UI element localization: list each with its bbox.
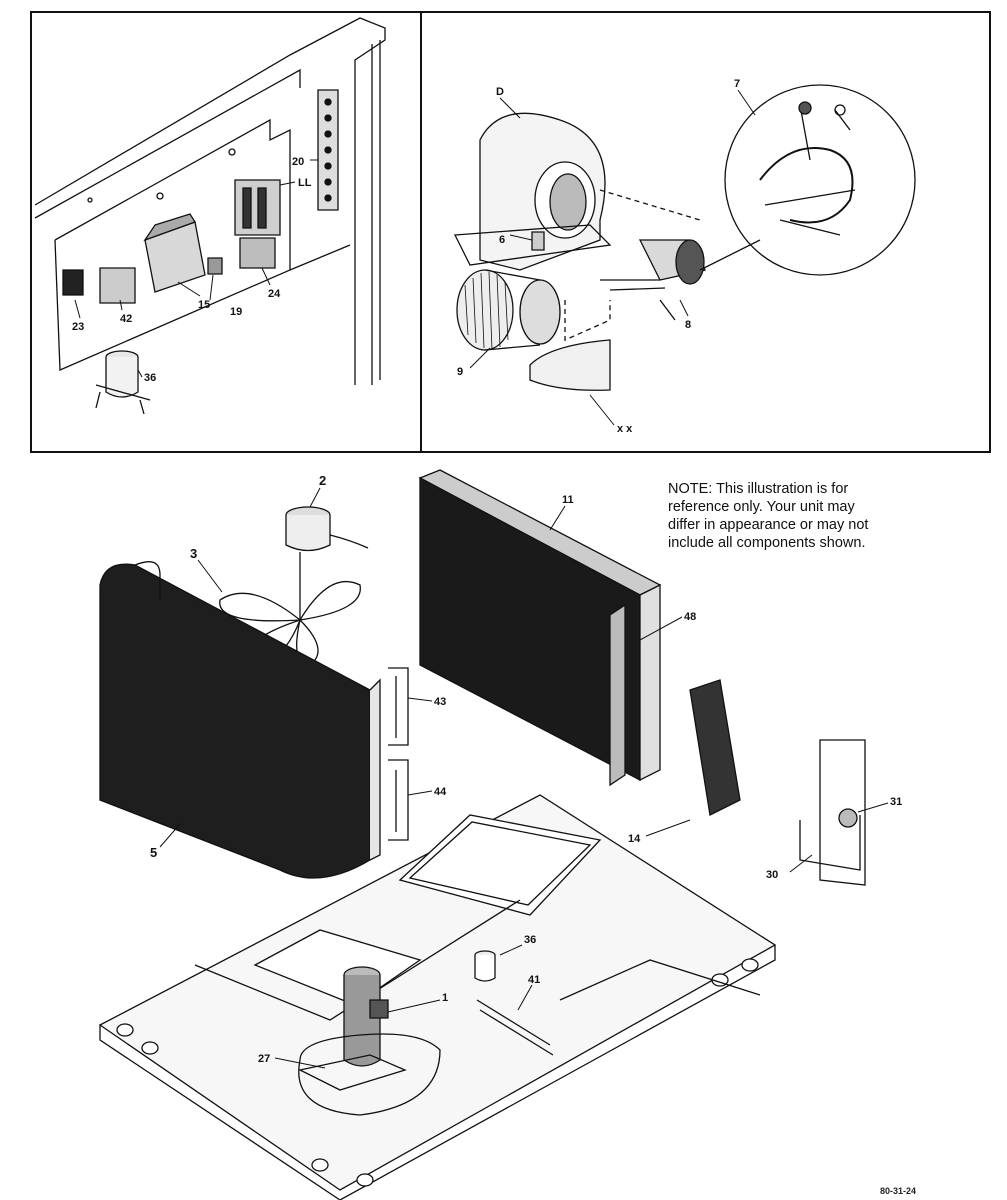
- note-line: differ in appearance or may not: [668, 517, 869, 533]
- blower-illustration: [455, 85, 915, 390]
- callout-2: 2: [319, 473, 326, 488]
- callout-15: 15: [198, 299, 210, 311]
- callout-30: 30: [766, 869, 778, 881]
- callout-8: 8: [685, 319, 691, 331]
- callouts: 20 LL 23 42 15 19 24 36 D 7 6 8 9 x x 2 …: [72, 78, 902, 1065]
- callout-6: 6: [499, 234, 505, 246]
- callout-24: 24: [268, 288, 281, 300]
- callout-19: 19: [230, 306, 242, 318]
- callout-LL: LL: [298, 177, 312, 189]
- control-box-illustration: [35, 18, 385, 414]
- note-line: reference only. Your unit may: [668, 499, 855, 515]
- callout-36-top: 36: [144, 372, 156, 384]
- callout-9: 9: [457, 366, 463, 378]
- callout-43: 43: [434, 696, 446, 708]
- condenser-illustration: [100, 470, 865, 1200]
- callout-7: 7: [734, 78, 740, 90]
- callout-41: 41: [528, 974, 540, 986]
- callout-D: D: [496, 86, 504, 98]
- callout-5: 5: [150, 845, 157, 860]
- callout-44: 44: [434, 786, 447, 798]
- callout-42: 42: [120, 313, 132, 325]
- figure-code: 80-31-24: [880, 1186, 917, 1196]
- callout-3: 3: [190, 546, 197, 561]
- callout-11: 11: [562, 494, 574, 506]
- callout-20: 20: [292, 156, 304, 168]
- reference-note: NOTE: This illustration is for reference…: [668, 480, 938, 552]
- blower-panel: [421, 12, 990, 452]
- callout-31: 31: [890, 796, 902, 808]
- control-box-panel: [31, 12, 421, 452]
- callout-48: 48: [684, 611, 696, 623]
- callout-23: 23: [72, 321, 84, 333]
- panel-frames: [31, 12, 990, 452]
- callout-36-bottom: 36: [524, 934, 536, 946]
- callout-27: 27: [258, 1053, 270, 1065]
- note-line: include all components shown.: [668, 535, 866, 551]
- callout-1: 1: [442, 992, 448, 1004]
- note-line: NOTE: This illustration is for: [668, 481, 849, 497]
- callout-14: 14: [628, 833, 641, 845]
- leader-lines: [75, 90, 888, 1068]
- callout-xx: x x: [617, 423, 633, 435]
